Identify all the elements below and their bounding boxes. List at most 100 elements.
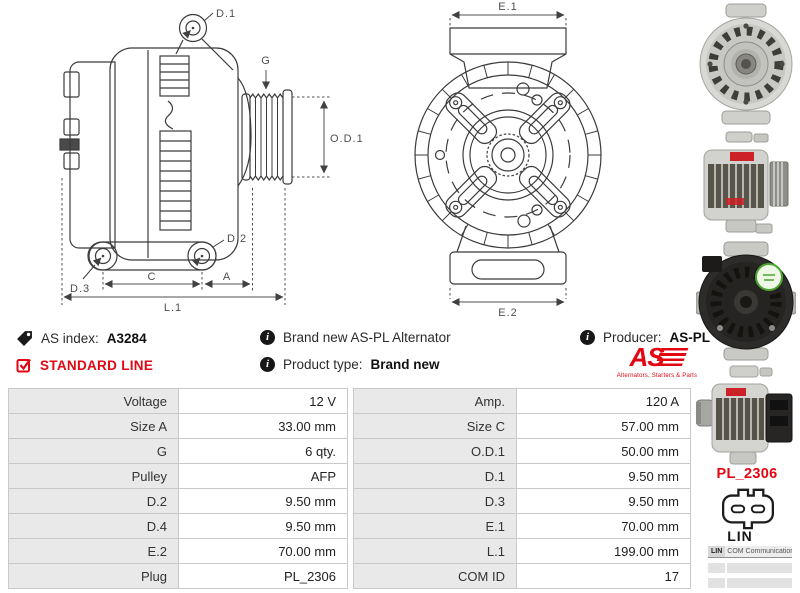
com-header-lin: LIN: [708, 546, 726, 557]
dim-label-od1: O.D.1: [330, 133, 364, 145]
product-photo-rear[interactable]: [695, 240, 797, 367]
standard-line-badge: STANDARD LINE: [16, 357, 153, 373]
aspl-logo-text: AS: [629, 342, 664, 372]
com-table-row-placeholder: [708, 578, 792, 588]
spec-label: Pulley: [8, 463, 179, 489]
aspl-logo: AS Alternators, Starters & Parts: [616, 342, 698, 379]
alternator-front-photo: [699, 3, 793, 125]
spec-value: 9.50 mm: [516, 488, 691, 514]
product-type-value: Brand new: [370, 357, 440, 372]
spec-label: Size C: [353, 413, 517, 439]
spec-value: 12 V: [178, 388, 348, 414]
dim-label-d2: D.2: [227, 233, 247, 245]
info-icon: i: [260, 330, 275, 345]
com-row-cell: [708, 563, 725, 573]
producer-info: i Producer: AS-PL: [580, 330, 710, 345]
spec-row-amp-: Amp.120 A: [353, 388, 691, 414]
spec-label: D.2: [8, 488, 179, 514]
spec-label: Amp.: [353, 388, 517, 414]
spec-label: Voltage: [8, 388, 179, 414]
spec-value: 9.50 mm: [516, 463, 691, 489]
spec-label: L.1: [353, 538, 517, 564]
spec-value: 199.00 mm: [516, 538, 691, 564]
product-photo-front[interactable]: [696, 2, 796, 131]
technical-drawings: D.1 G O.D.1 D.2 D.3 C A L.1: [59, 1, 602, 319]
spec-value: 70.00 mm: [516, 513, 691, 539]
spec-label: O.D.1: [353, 438, 517, 464]
dim-label-d3: D.3: [70, 283, 90, 295]
spec-value: 50.00 mm: [516, 438, 691, 464]
checked-checkbox-icon: [16, 358, 31, 373]
spec-value: PL_2306: [178, 563, 348, 589]
com-header-communication: COM Communication: [725, 546, 792, 557]
spec-value: 57.00 mm: [516, 413, 691, 439]
alternator-side-plug-photo: [695, 365, 793, 465]
spec-label: Plug: [8, 563, 179, 589]
spec-value: 6 qty.: [178, 438, 348, 464]
aspl-logo-tagline: Alternators, Starters & Parts: [616, 373, 698, 379]
product-photo-side-plug[interactable]: [695, 364, 796, 471]
spec-label: G: [8, 438, 179, 464]
com-row-cell: [727, 563, 792, 573]
com-table-header: LIN COM Communication: [708, 546, 792, 558]
as-index-label: AS index:: [41, 331, 99, 346]
spec-label: E.1: [353, 513, 517, 539]
dim-label-d1: D.1: [216, 8, 236, 20]
drawing-front-view: [414, 27, 602, 285]
product-type-info: i Product type:Brand new: [260, 357, 440, 372]
com-table-row-placeholder: [708, 563, 792, 573]
spec-label: D.1: [353, 463, 517, 489]
spec-label: Size A: [8, 413, 179, 439]
spec-label: COM ID: [353, 563, 517, 589]
info-icon: i: [580, 330, 595, 345]
spec-label: D.3: [353, 488, 517, 514]
brand-new-text: Brand new AS-PL Alternator: [283, 330, 451, 345]
com-communication-table: LIN COM Communication: [708, 546, 792, 588]
spec-label: D.4: [8, 513, 179, 539]
spec-value: 9.50 mm: [178, 513, 348, 539]
as-index: AS index: A3284: [16, 330, 147, 347]
dim-label-a: A: [223, 271, 231, 283]
product-photo-side[interactable]: [696, 128, 796, 243]
plug-type-label: LIN: [727, 528, 753, 544]
dim-label-l1: L.1: [164, 302, 182, 314]
tag-icon: [17, 331, 32, 346]
producer-label: Producer:: [603, 330, 662, 345]
brand-new-info: i Brand new AS-PL Alternator: [260, 330, 451, 345]
dim-label-g: G: [261, 55, 271, 67]
info-icon: i: [260, 357, 275, 372]
com-row-cell: [708, 578, 725, 588]
spec-label: E.2: [8, 538, 179, 564]
dim-label-e1: E.1: [498, 1, 518, 13]
drawing-side-view: [59, 12, 293, 280]
as-index-value: A3284: [106, 331, 147, 346]
spec-value: 17: [516, 563, 691, 589]
alternator-side-photo: [703, 131, 789, 234]
spec-value: 70.00 mm: [178, 538, 348, 564]
plug-code: PL_2306: [716, 466, 778, 482]
spec-value: 33.00 mm: [178, 413, 348, 439]
plug-connector-icon: [718, 486, 778, 530]
alternator-rear-photo: [695, 241, 797, 361]
producer-value: AS-PL: [669, 330, 711, 345]
standard-line-label: STANDARD LINE: [40, 357, 154, 373]
dim-label-c: C: [148, 271, 157, 283]
